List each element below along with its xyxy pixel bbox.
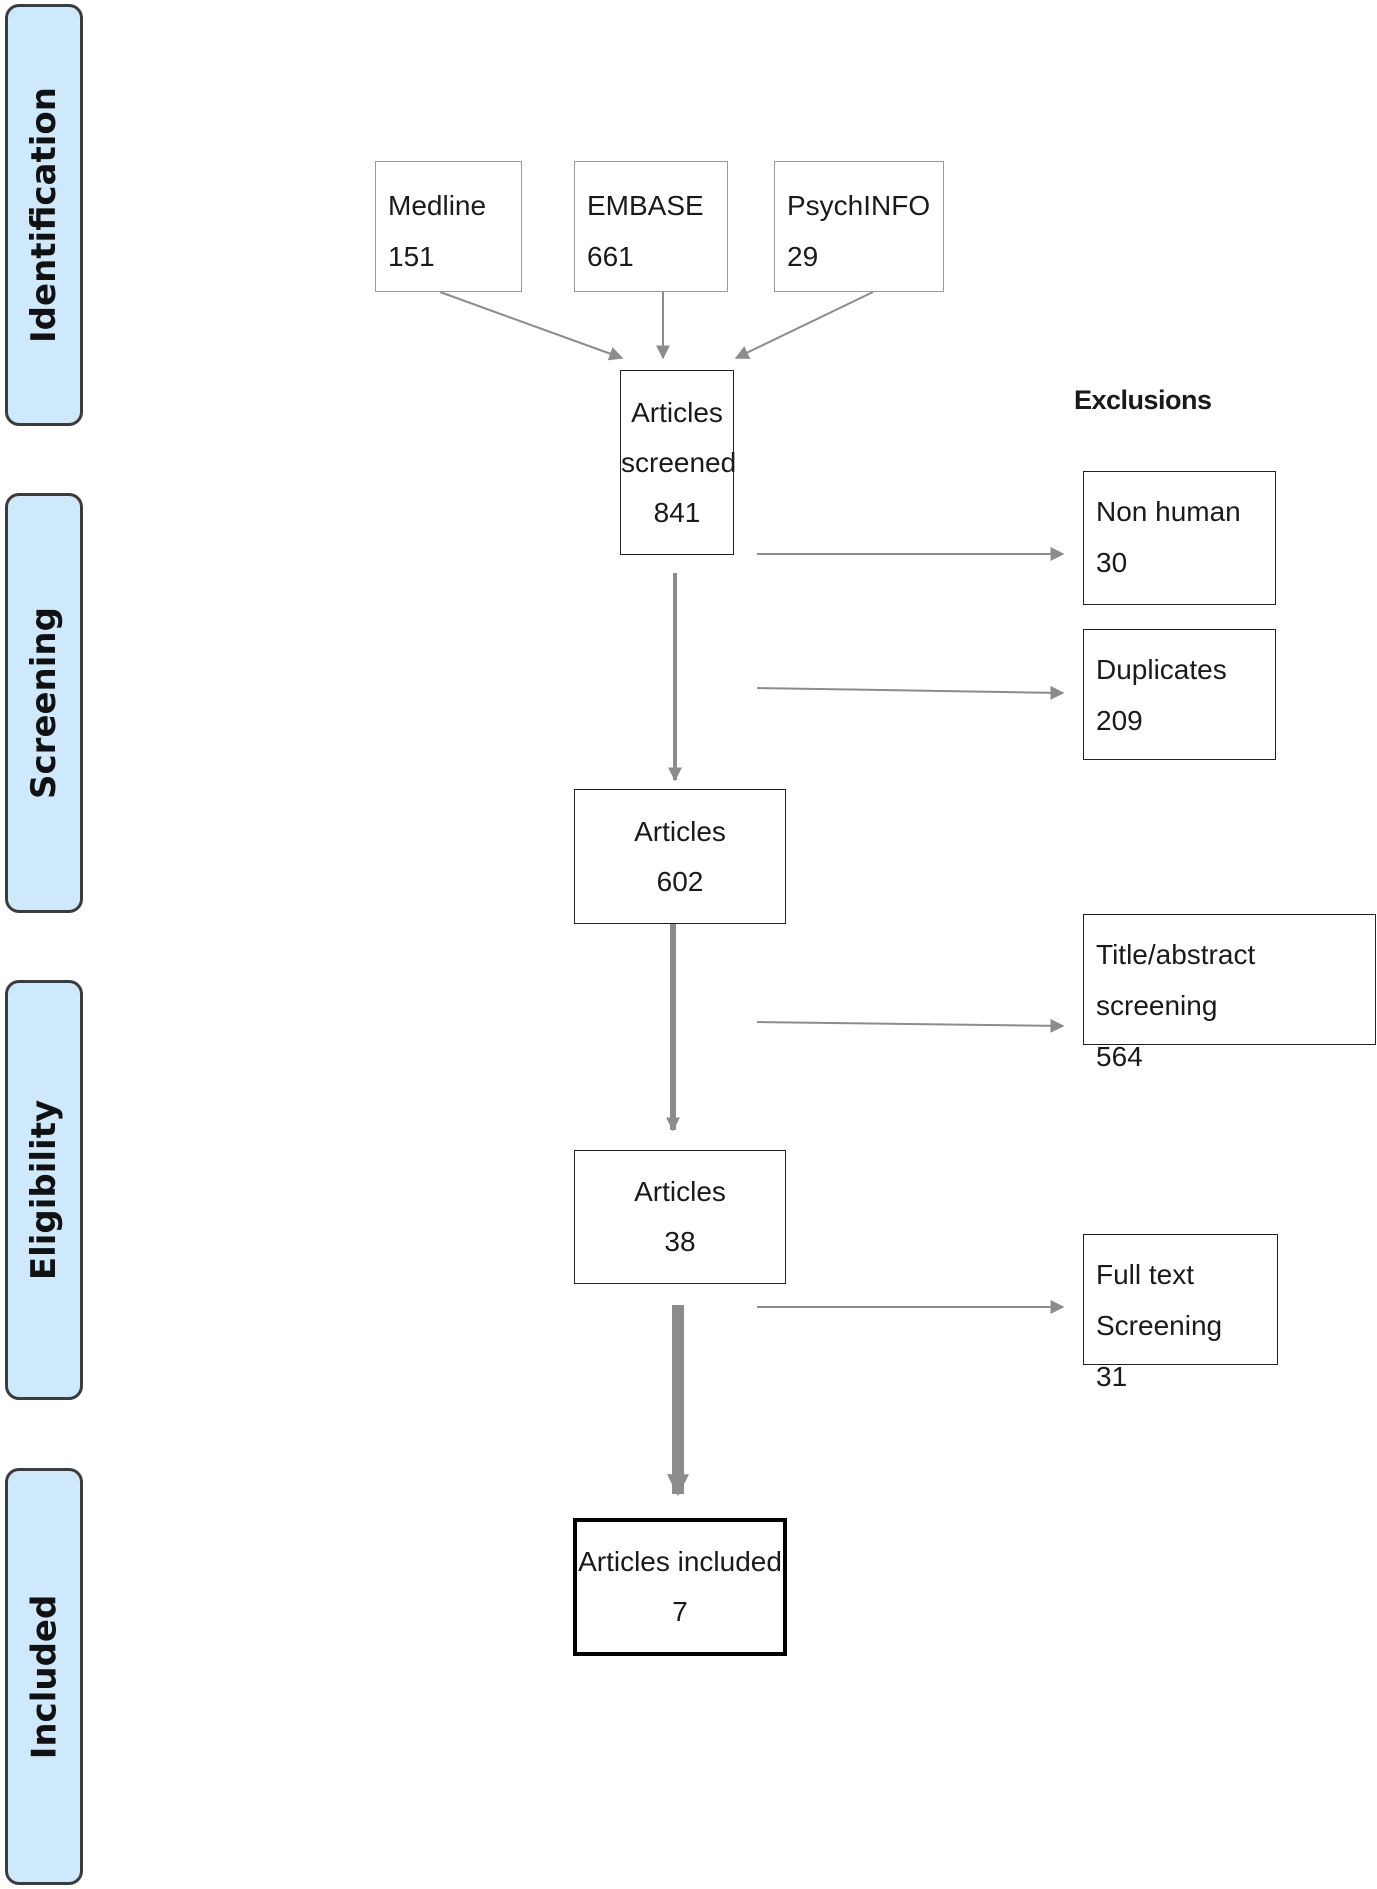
exclusion-label: Full text Screening <box>1096 1259 1223 1341</box>
box-label: Articles <box>634 1176 726 1207</box>
source-box-psychinfo: PsychINFO 29 <box>774 161 944 292</box>
source-name: Medline <box>388 190 487 221</box>
exclusion-box-duplicates: Duplicates 209 <box>1083 629 1276 760</box>
box-label: Articles <box>634 815 726 847</box>
exclusion-count: 564 <box>1096 1041 1143 1072</box>
source-count: 151 <box>388 241 435 272</box>
source-count: 661 <box>587 241 634 272</box>
source-count: 29 <box>787 241 819 272</box>
exclusion-count: 209 <box>1096 705 1143 736</box>
source-box-medline: Medline 151 <box>375 161 522 292</box>
stage-eligibility: Eligibility <box>5 980 83 1400</box>
box-count: 7 <box>672 1596 688 1627</box>
box-count: 38 <box>664 1226 696 1257</box>
exclusion-label: Duplicates <box>1096 654 1227 685</box>
arrow-to-duplicates <box>756 685 1065 700</box>
stage-screening: Screening <box>5 493 83 913</box>
box-articles-602: Articles 602 <box>574 789 786 924</box>
box-count: 602 <box>656 865 704 897</box>
exclusion-box-title-abstract: Title/abstract screening 564 <box>1083 914 1376 1072</box>
source-box-embase: EMBASE 661 <box>574 161 728 292</box>
box-articles-included: Articles included 7 <box>573 1518 787 1656</box>
arrow-to-title-abstract <box>756 1018 1065 1033</box>
arrow-medline-to-screened <box>439 291 624 361</box>
stage-included: Included <box>5 1468 83 1885</box>
exclusion-box-nonhuman: Non human 30 <box>1083 471 1276 605</box>
box-label: screened <box>621 446 737 478</box>
source-name: PsychINFO <box>787 190 931 221</box>
box-articles-screened: Articles screened 841 <box>620 370 737 555</box>
box-count: 841 <box>653 496 701 528</box>
exclusion-count: 30 <box>1096 547 1128 578</box>
exclusion-label: Non human <box>1096 496 1241 527</box>
exclusion-box-fulltext: Full text Screening 31 <box>1083 1234 1278 1392</box>
box-label: Articles <box>631 396 723 428</box>
source-name: EMBASE <box>587 190 704 221</box>
arrow-psychinfo-to-screened <box>734 291 874 359</box>
exclusions-heading: Exclusions <box>1074 385 1212 415</box>
stage-identification: Identification <box>5 4 83 426</box>
exclusion-label: Title/abstract screening <box>1096 939 1256 1021</box>
box-label: Articles included <box>578 1546 782 1577</box>
box-articles-38: Articles 38 <box>574 1150 786 1284</box>
exclusion-count: 31 <box>1096 1361 1128 1392</box>
